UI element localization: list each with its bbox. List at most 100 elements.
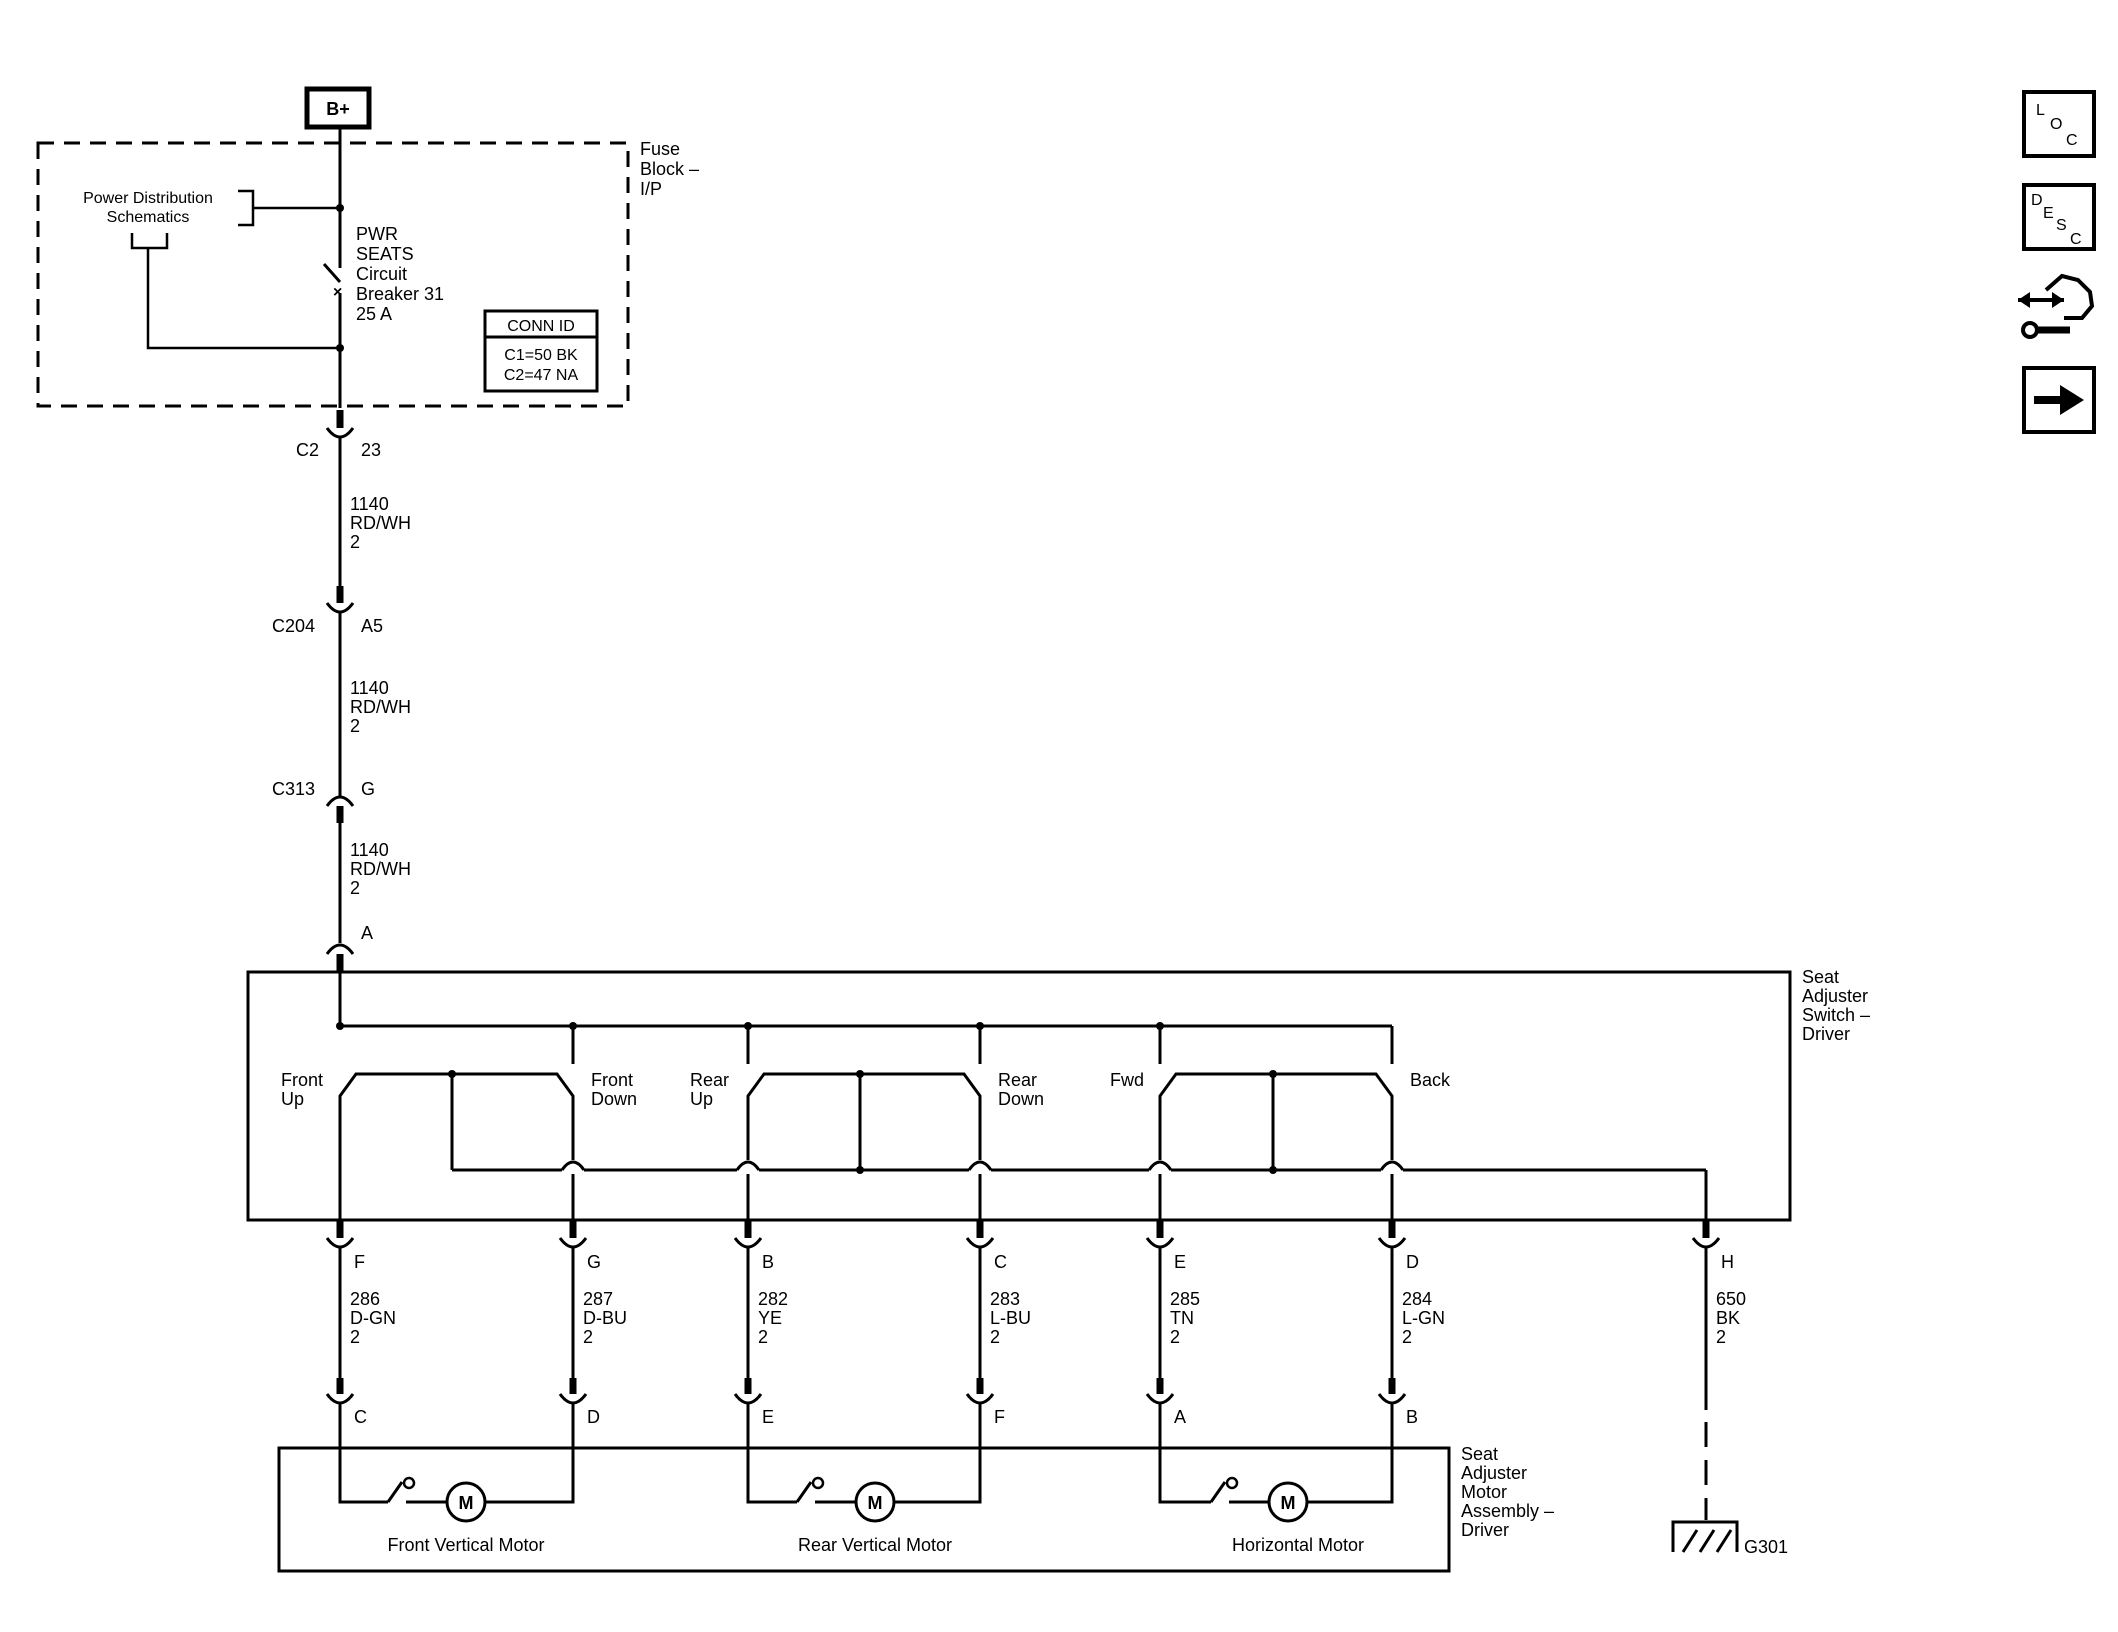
svg-text:Switch –: Switch – xyxy=(1802,1005,1870,1025)
svg-text:Driver: Driver xyxy=(1461,1520,1509,1540)
breaker-x-mark: × xyxy=(333,284,342,301)
output-size: 2 xyxy=(758,1327,768,1347)
diagnostic-icon xyxy=(2018,273,2095,339)
output-bottom-pin: C xyxy=(354,1407,367,1427)
svg-text:Down: Down xyxy=(591,1089,637,1109)
horizontal-motor: M Horizontal Motor xyxy=(1158,1430,1394,1555)
svg-text:2: 2 xyxy=(350,878,360,898)
svg-text:Seat: Seat xyxy=(1461,1444,1498,1464)
output-bottom-pin: E xyxy=(762,1407,774,1427)
output-bottom-pin: F xyxy=(994,1407,1005,1427)
output-color: D-BU xyxy=(583,1308,627,1328)
svg-text:1140: 1140 xyxy=(350,678,389,698)
switch-back-label: Back xyxy=(1410,1070,1451,1090)
loc-button[interactable]: L O C xyxy=(2022,90,2096,158)
desc-button[interactable]: D E S C xyxy=(2022,183,2096,251)
conn-id-line-1: C1=50 BK xyxy=(504,347,578,364)
seat-adjuster-motor-assembly: Seat Adjuster Motor Assembly – Driver xyxy=(277,1444,1554,1573)
connector-c2: C2 23 xyxy=(296,410,381,598)
switch-rear-up-label: Rear xyxy=(690,1070,729,1090)
svg-text:Driver: Driver xyxy=(1802,1024,1850,1044)
power-distribution-label-1: Power Distribution xyxy=(83,190,213,207)
seat-adjuster-switch: Seat Adjuster Switch – Driver xyxy=(246,967,1870,1222)
next-button[interactable] xyxy=(2022,366,2096,434)
svg-text:Breaker 31: Breaker 31 xyxy=(356,284,444,304)
switch-front-down-label: Front xyxy=(591,1070,633,1090)
motors: M Front Vertical Motor M Rear Vertical M… xyxy=(338,1430,1394,1555)
fuse-block-label-2: Block – xyxy=(640,159,699,179)
svg-text:C: C xyxy=(2070,231,2082,248)
svg-text:RD/WH: RD/WH xyxy=(350,513,411,533)
horizontal-motor-label: Horizontal Motor xyxy=(1232,1535,1364,1555)
output-circuit: 284 xyxy=(1402,1289,1432,1309)
svg-text:PWR: PWR xyxy=(356,224,398,244)
output-circuit: 286 xyxy=(350,1289,380,1309)
output-top-pin: G xyxy=(587,1252,601,1272)
bplus-label: B+ xyxy=(326,99,350,119)
svg-text:Down: Down xyxy=(998,1089,1044,1109)
front-vertical-motor-label: Front Vertical Motor xyxy=(387,1535,544,1555)
output-size: 2 xyxy=(583,1327,593,1347)
svg-text:SEATS: SEATS xyxy=(356,244,414,264)
svg-text:D: D xyxy=(2031,192,2043,209)
connector-c204: C204 A5 xyxy=(272,586,383,798)
svg-text:650: 650 xyxy=(1716,1289,1746,1309)
conn-id-title: CONN ID xyxy=(507,318,575,335)
c2-pin: 23 xyxy=(361,440,381,460)
svg-text:BK: BK xyxy=(1716,1308,1740,1328)
switch-fwd-label: Fwd xyxy=(1110,1070,1144,1090)
ground-label: G301 xyxy=(1744,1537,1788,1557)
svg-text:Motor: Motor xyxy=(1461,1482,1507,1502)
switch-input-pin: A xyxy=(361,923,373,943)
output-color: D-GN xyxy=(350,1308,396,1328)
arrow-right-icon xyxy=(2034,385,2084,415)
ground-wire: H 650 BK 2 xyxy=(1691,1220,1746,1520)
output-size: 2 xyxy=(1170,1327,1180,1347)
output-circuit: 287 xyxy=(583,1289,613,1309)
svg-text:Up: Up xyxy=(281,1089,304,1109)
ground-wire-pin: H xyxy=(1721,1252,1734,1272)
power-distribution-label-2: Schematics xyxy=(107,209,190,226)
loc-icon: L O C xyxy=(2036,102,2078,149)
output-top-pin: D xyxy=(1406,1252,1419,1272)
svg-text:L: L xyxy=(2036,102,2045,119)
svg-text:1140: 1140 xyxy=(350,840,389,860)
rear-vertical-motor-symbol: M xyxy=(868,1493,883,1513)
fuse-block: Fuse Block – I/P xyxy=(36,139,699,408)
svg-text:RD/WH: RD/WH xyxy=(350,697,411,717)
svg-text:Adjuster: Adjuster xyxy=(1461,1463,1527,1483)
output-top-pin: B xyxy=(762,1252,774,1272)
diagnostic-button[interactable] xyxy=(2018,273,2095,339)
wire-1140-segment-2-label: 1140 RD/WH 2 xyxy=(350,678,411,736)
output-color: YE xyxy=(758,1308,782,1328)
svg-text:2: 2 xyxy=(350,716,360,736)
svg-text:O: O xyxy=(2050,116,2062,133)
svg-text:E: E xyxy=(2043,205,2054,222)
output-circuit: 283 xyxy=(990,1289,1020,1309)
switch-input-connector: A xyxy=(325,923,373,972)
output-circuit: 285 xyxy=(1170,1289,1200,1309)
svg-text:C: C xyxy=(2066,132,2078,149)
ground-g301: G301 xyxy=(1671,1520,1788,1557)
conn-id-line-2: C2=47 NA xyxy=(504,367,579,384)
c313-label: C313 xyxy=(272,779,315,799)
c204-pin: A5 xyxy=(361,616,383,636)
fuse-block-label-1: Fuse xyxy=(640,139,680,159)
svg-text:Seat: Seat xyxy=(1802,967,1839,987)
output-top-pin: E xyxy=(1174,1252,1186,1272)
svg-text:Up: Up xyxy=(690,1089,713,1109)
output-wires: F286D-GN2CG287D-BU2DB282YE2EC283L-BU2FE2… xyxy=(325,1220,1445,1448)
desc-icon: D E S C xyxy=(2031,192,2082,248)
front-vertical-motor: M Front Vertical Motor xyxy=(338,1430,575,1555)
wire-1140-segment-3-label: 1140 RD/WH 2 xyxy=(350,840,411,898)
svg-text:1140: 1140 xyxy=(350,494,389,514)
output-bottom-pin: A xyxy=(1174,1407,1186,1427)
power-distribution-reference[interactable]: Power Distribution Schematics xyxy=(83,189,340,350)
svg-text:RD/WH: RD/WH xyxy=(350,859,411,879)
svg-text:25 A: 25 A xyxy=(356,304,392,324)
rear-vertical-motor-label: Rear Vertical Motor xyxy=(798,1535,952,1555)
